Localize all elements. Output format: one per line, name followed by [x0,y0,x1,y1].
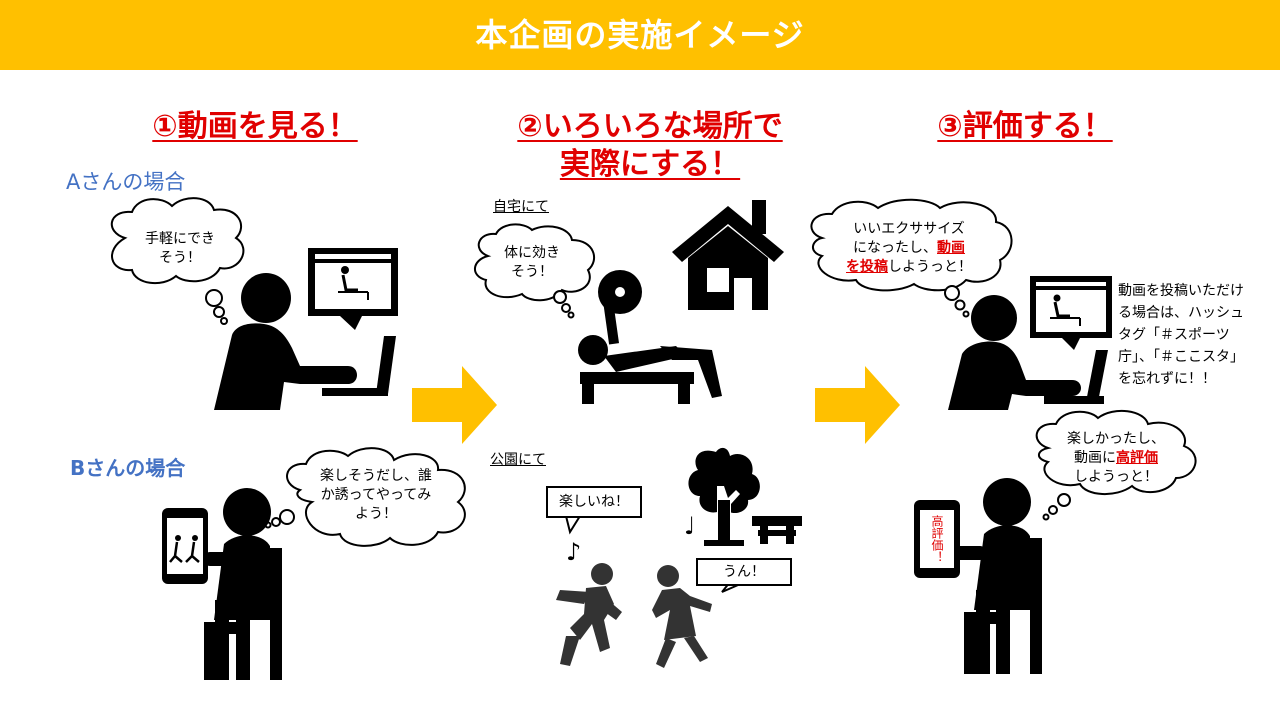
person-posting-pictogram [948,276,1112,410]
rate-highlight: 高評価 [1116,450,1158,466]
bubble-home-text: 体に効きそう！ [504,245,560,280]
arrow-right-2 [815,366,900,444]
dancer-2-pictogram [652,565,712,668]
tree-icon [688,447,760,546]
thought-bubble-post [810,198,1013,318]
step-1-heading: ①動画を見る！ [152,109,358,144]
step-2-heading: ②いろいろな場所で 実際にする！ [480,108,820,184]
bubble-a-text: 手軽にできそう！ [145,231,215,266]
case-a-label: Aさんの場合 [66,170,186,194]
bubble-rate-text: 楽しかったし、 動画に高評価 しようっと！ [1067,431,1165,485]
house-icon [672,200,784,310]
speech-box-fun: 楽しいね！ [546,486,642,518]
park-bench-icon [752,516,802,544]
case-b-label: Bさんの場合 [70,456,186,480]
thought-bubble-a [110,197,245,325]
bench-press-pictogram [578,270,722,404]
step-2-line-2: 実際にする！ [559,147,741,182]
place-home-label: 自宅にて [493,199,549,215]
post-highlight-2: を投稿 [846,259,888,275]
thought-bubble-home [474,223,596,319]
svg-text:♪: ♪ [566,538,581,566]
place-park-label: 公園にて [490,452,546,468]
phone-rating-label: 高評価！ [930,515,944,563]
arrow-right-1 [412,366,497,444]
step-2-line-1: ②いろいろな場所で [517,109,783,144]
thought-bubble-rate [1035,409,1197,521]
step-3-heading: ③評価する！ [937,109,1113,144]
speech-box-yes: うん！ [696,558,792,586]
bubble-post-text: いいエクササイズ になったし、動画 を投稿しようっと！ [846,221,972,275]
hashtag-note: 動画を投稿いただける場合は、ハッシュタグ「＃スポーツ庁」、「＃ここスタ」を忘れず… [1118,283,1244,387]
person-rating-pictogram [914,478,1042,674]
thought-bubble-b [264,447,466,547]
post-highlight-1: 動画 [937,240,965,256]
svg-text:♩: ♩ [684,512,695,540]
bubble-b-text: 楽しそうだし、誰か誘ってやってみよう！ [320,468,432,522]
title-banner [0,0,1280,70]
music-notes: ♪ ♩ [566,512,695,566]
person-b-pictogram [162,488,282,680]
dancer-1-pictogram [556,563,622,666]
person-a-pictogram [214,248,398,410]
page-title: 本企画の実施イメージ [475,16,805,54]
